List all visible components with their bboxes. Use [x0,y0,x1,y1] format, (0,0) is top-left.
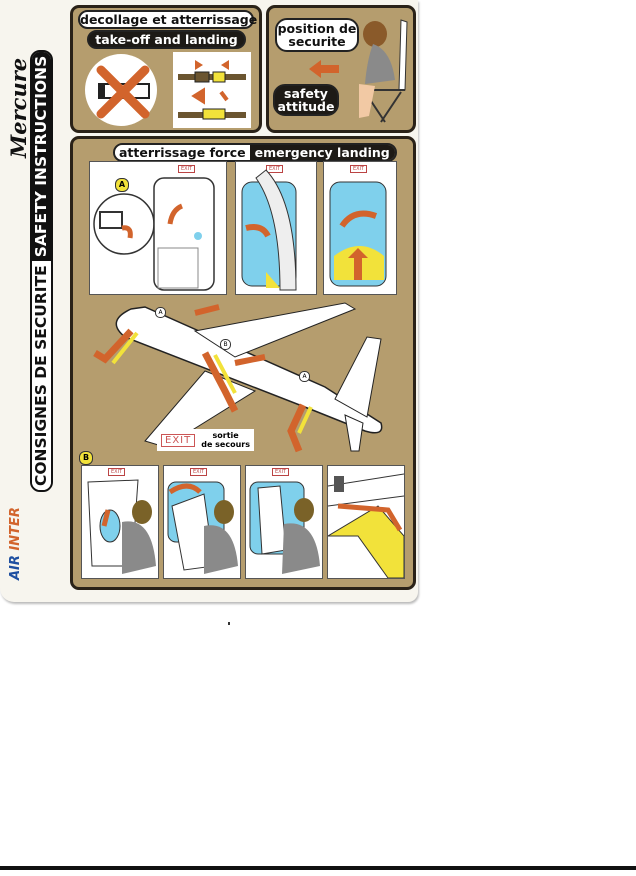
throw-hatch-illustration [249,481,320,574]
logo-inter: INTER [8,507,23,551]
exit-sign-small: EXIT [190,468,208,476]
door-a-marker-front: A [155,307,166,318]
door-a-step-3: EXIT [323,161,397,295]
overwing-step-4 [327,465,405,579]
scan-bottom-edge [0,866,636,870]
aircraft-exits-diagram [93,302,383,453]
door-a-marker: A [115,178,129,192]
overwing-step-2: EXIT [163,465,241,579]
emergency-title: atterrissage force emergency landing [113,143,397,162]
slide-inflating-illustration [329,181,387,287]
exit-sign: EXIT [161,433,196,447]
exit-sign-small: EXIT [350,165,368,173]
no-loose-belt-icon [85,54,157,126]
door-a-step-1: EXIT A [89,161,227,295]
takeoff-landing-panel: decollage et atterrissage take-off and l… [70,5,262,133]
side-title-en: SAFETY INSTRUCTIONS [32,51,51,262]
exit-legend-text: sortie de secours [201,431,250,449]
door-a-marker-rear: A [299,371,310,382]
safety-card: Mercure CONSIGNES DE SECURITE SAFETY INS… [0,0,418,602]
exit-sign-small: EXIT [178,165,196,173]
emergency-landing-panel: atterrissage force emergency landing EXI… [70,136,416,590]
fasten-belt-illustration [173,52,251,128]
pull-handle-illustration [87,479,156,574]
scan-speck [228,622,230,625]
exit-sign-small: EXIT [272,468,290,476]
safety-position-panel: position de securite safety attitude [266,5,416,133]
logo-air: AIR [8,555,23,580]
door-a-step-2: EXIT [235,161,317,295]
emergency-title-en: emergency landing [249,145,395,160]
door-b-marker: B [79,451,93,465]
door-b-marker-wing: B [220,339,231,350]
side-title-fr: CONSIGNES DE SECURITE [32,261,51,490]
emergency-title-fr: atterrissage force [115,145,250,160]
door-a-sequence: EXIT A EXIT [89,161,397,295]
overwing-step-3: EXIT [245,465,323,579]
wing-slide-illustration [328,473,404,578]
air-inter-logo: AIR INTER [8,507,23,580]
door-handle-illustration [93,177,215,291]
brace-position-illustration [359,19,408,123]
exit-legend: EXIT sortie de secours [157,429,254,451]
takeoff-title-fr: decollage et atterrissage [78,10,258,29]
safety-position-fr: position de securite [275,18,359,52]
exit-legend-line2: de secours [201,440,250,449]
door-opening-illustration [241,169,297,291]
overwing-step-1: EXIT [81,465,159,579]
arrow-left-icon [309,60,339,78]
side-title: CONSIGNES DE SECURITE SAFETY INSTRUCTION… [30,49,53,492]
mercure-signature: Mercure [6,57,31,158]
takeoff-title-en: take-off and landing [87,30,246,49]
remove-hatch-illustration [167,481,238,574]
exit-sign-small: EXIT [108,468,126,476]
exit-legend-line1: sortie [212,431,239,440]
overwing-exit-sequence: EXIT EXIT [81,465,405,581]
safety-position-en: safety attitude [273,84,339,116]
exit-sign-small: EXIT [266,165,284,173]
